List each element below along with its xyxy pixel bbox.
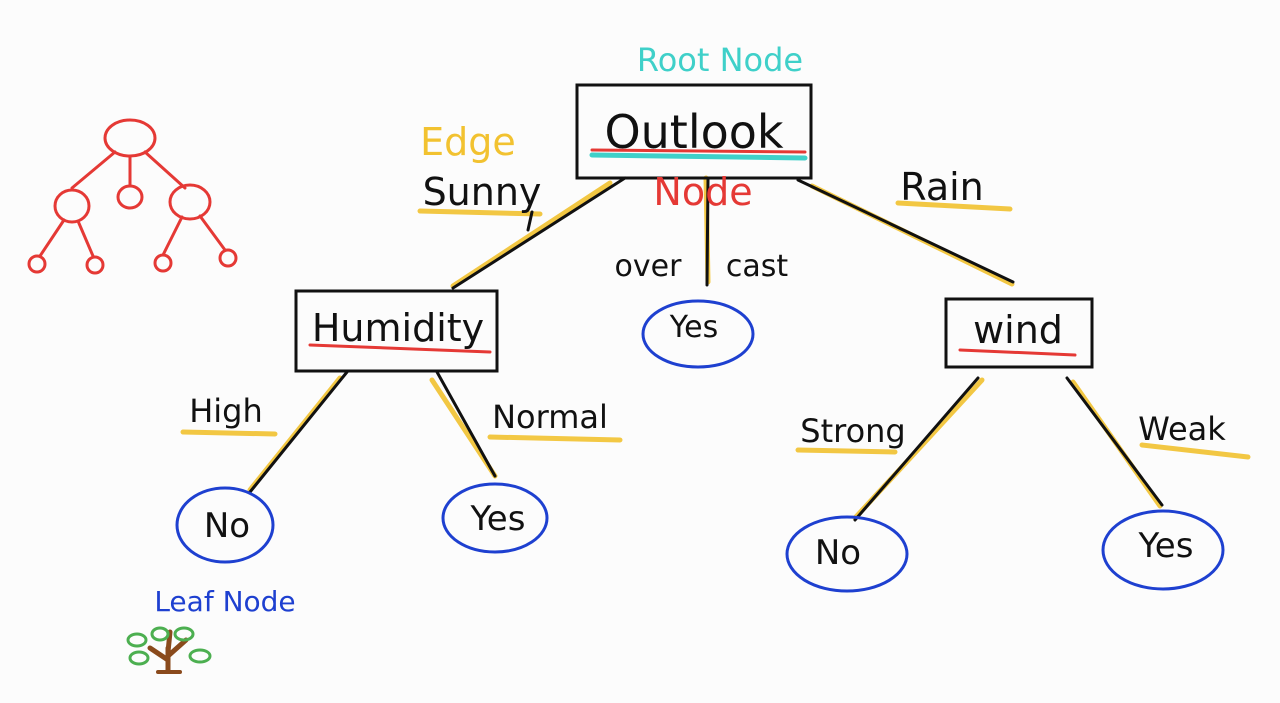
leaf-strong: No [785,515,909,593]
node-humidity: Humidity [294,289,499,373]
leaf-high-label: No [204,506,250,546]
annotation-root-node: Root Node [637,41,803,79]
edge-label-normal: Normal [492,398,608,436]
node-wind: wind [944,297,1094,369]
leaf-overcast-label: Yes [669,310,718,345]
edge-label-strong: Strong [800,412,905,450]
node-wind-label: wind [973,308,1063,352]
annotation-edge: Edge [420,120,516,164]
mini-tree-icon [27,118,238,275]
edge-label-rain: Rain [900,165,984,209]
annotation-node: Node [653,170,752,214]
leaf-weak-label: Yes [1138,526,1194,566]
edge-label-over: over [615,249,683,284]
edge-label-weak: Weak [1138,410,1226,448]
node-outlook-label: Outlook [604,105,783,159]
leaf-normal-label: Yes [470,499,526,539]
leaf-normal: Yes [441,482,549,554]
leaf-high: No [175,486,275,564]
leaf-weak: Yes [1101,509,1225,591]
leaf-overcast: Yes [641,299,755,369]
edge-lines [248,176,1164,522]
edge-label-sunny: Sunny [423,170,542,214]
edge-label-high: High [189,392,263,430]
node-outlook: Outlook [575,83,813,180]
edge-label-cast: cast [726,249,789,284]
sprout-icon [126,626,212,674]
annotation-leaf-node: Leaf Node [154,585,295,618]
leaf-strong-label: No [815,533,861,573]
node-humidity-label: Humidity [312,306,484,350]
